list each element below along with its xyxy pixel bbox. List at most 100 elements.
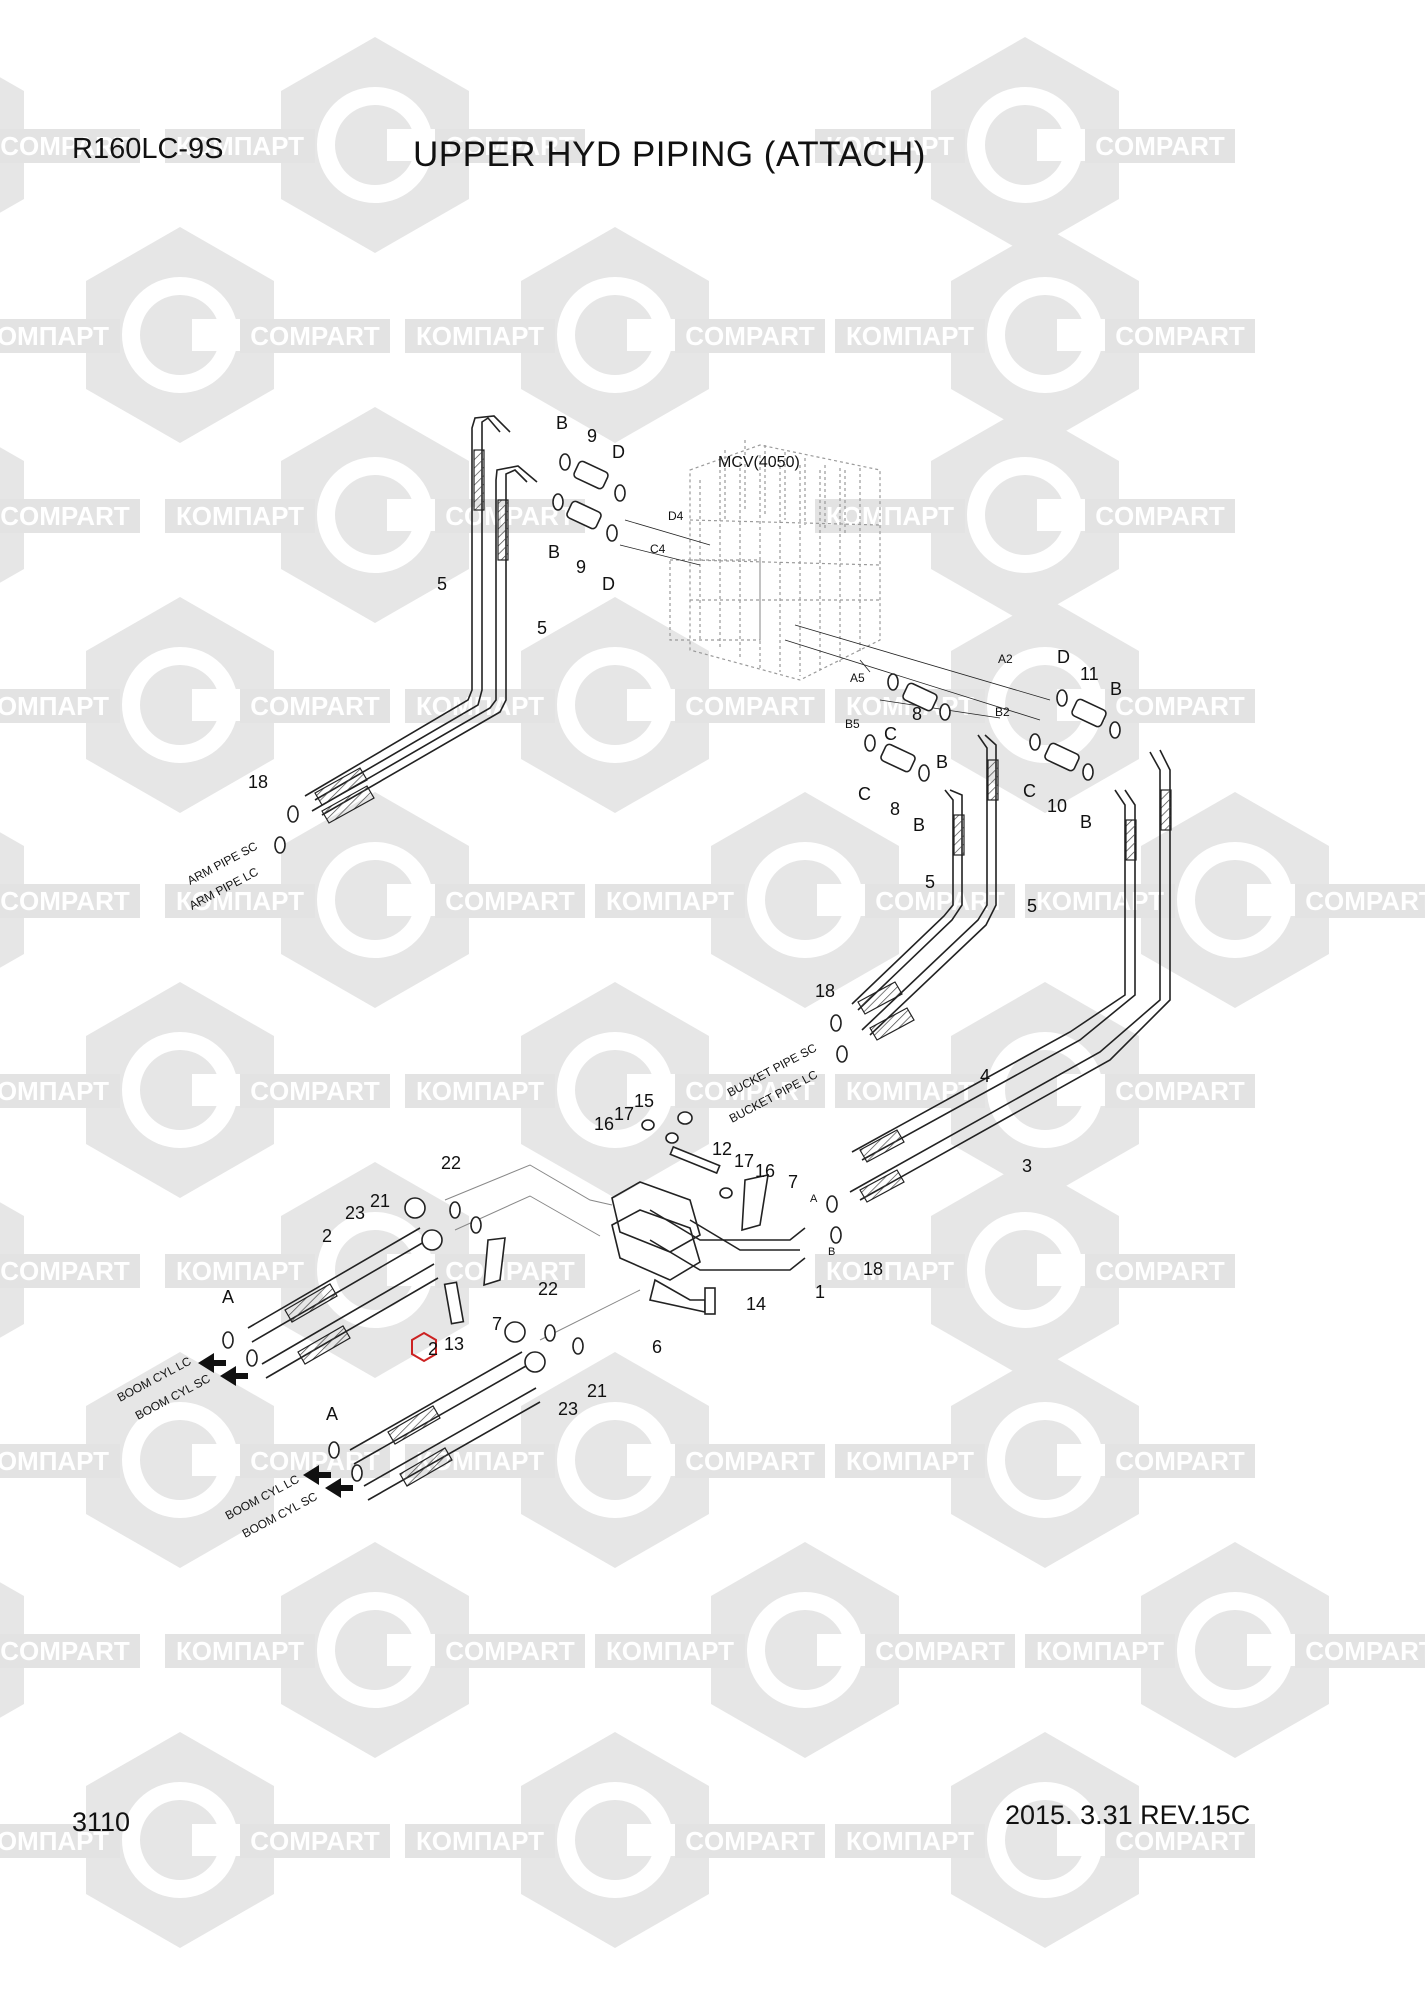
watermark-tile: КОМПАРТ COMPART [835,227,1255,443]
watermark-text-latin: COMPART [0,131,130,161]
callout-7-a: 7 [788,1172,798,1192]
watermark-tile: КОМПАРТ COMPART [835,1352,1255,1568]
callout-21-a: 21 [370,1191,390,1211]
watermark-text-latin: COMPART [1115,1446,1245,1476]
callout-12: 12 [712,1139,732,1159]
port-label-b: B [828,1246,835,1258]
watermark-text-cyrillic: КОМПАРТ [416,1076,544,1106]
watermark-text-latin: COMPART [250,1076,380,1106]
watermark-text-cyrillic: КОМПАРТ [846,1446,974,1476]
watermark-text-latin: COMPART [685,1826,815,1856]
watermark-tile: КОМПАРТ COMPART [165,1542,585,1758]
watermark-text-cyrillic: КОМПАРТ [606,886,734,916]
port-label-d4: D4 [668,509,684,523]
watermark-text-cyrillic: КОМПАРТ [176,1256,304,1286]
callout-3: 3 [1022,1156,1032,1176]
callout-D-2: D [602,574,615,594]
callout-C-1: C [884,724,897,744]
watermark-text-latin: COMPART [1115,321,1245,351]
watermark-text-latin: COMPART [445,886,575,916]
watermark-text-latin: COMPART [1095,1256,1225,1286]
port-label-b5: B5 [845,717,860,731]
watermark-text-cyrillic: КОМПАРТ [826,501,954,531]
callout-18-b: 18 [815,981,835,1001]
watermark-tile: КОМПАРТ COMPART [165,792,585,1008]
callout-D-3: D [1057,647,1070,667]
watermark-text-latin: COMPART [250,691,380,721]
watermark-text-cyrillic: КОМПАРТ [826,131,954,161]
callout-11: 11 [1080,664,1099,684]
callout-D-1: D [612,442,625,462]
watermark-text-cyrillic: КОМПАРТ [176,1636,304,1666]
watermark-text-latin: COMPART [685,691,815,721]
watermark-text-latin: COMPART [1305,886,1425,916]
watermark-text-cyrillic: КОМПАРТ [846,1076,974,1106]
model-number: R160LC-9S [72,133,224,165]
callout-B-2: B [548,542,560,562]
port-label-a2: A2 [998,652,1013,666]
watermark-text-cyrillic: КОМПАРТ [1036,886,1164,916]
callout-2-lower: 2 [428,1339,438,1359]
callout-B-1: B [556,413,568,433]
watermark-tile: КОМПАРТ COMPART [405,1732,825,1948]
callout-23-a: 23 [345,1203,365,1223]
watermark-text-latin: COMPART [0,1636,130,1666]
port-label-b2: B2 [995,705,1010,719]
watermark-text-cyrillic: КОМПАРТ [176,501,304,531]
watermark-tile: КОМПАРТ COMPART [1025,792,1425,1008]
watermark-text-cyrillic: КОМПАРТ [176,886,304,916]
watermark-text-cyrillic: КОМПАРТ [826,1256,954,1286]
watermark-text-latin: COMPART [445,1256,575,1286]
watermark-text-cyrillic: КОМПАРТ [416,321,544,351]
boom-cyl-arrows [198,1353,353,1498]
callout-1: 1 [815,1282,825,1302]
watermark-text-latin: COMPART [685,321,815,351]
port-label-a5: A5 [850,671,865,685]
watermark-text-cyrillic: КОМПАРТ [846,321,974,351]
hose-sleeves [284,449,1172,1487]
watermark-text-cyrillic: КОМПАРТ [606,1636,734,1666]
watermark-tile: КОМПАРТ COMPART [0,597,390,813]
watermark-text-latin: COMPART [445,1636,575,1666]
watermark-text-latin: COMPART [1115,691,1245,721]
watermark-tile: КОМПАРТ COMPART [815,1162,1235,1378]
callout-16-a: 16 [594,1114,614,1134]
callout-22-a: 22 [441,1153,461,1173]
callout-18-a: 18 [248,772,268,792]
callout-5-d: 5 [1027,896,1037,916]
fittings-orings [222,453,1121,1482]
watermark-text-latin: COMPART [0,886,130,916]
watermark-tile: КОМПАРТ COMPART [165,1162,585,1378]
watermark-text-latin: COMPART [1305,1636,1425,1666]
callout-B-5: B [1110,679,1122,699]
number-callouts: 1 2 2 3 4 5 5 5 5 6 7 7 8 8 9 9 10 11 12… [222,413,1122,1424]
callout-C-2: C [858,784,871,804]
pipe-linework [247,415,1171,1501]
watermark-text-latin: COMPART [1115,1826,1245,1856]
callout-4: 4 [980,1066,990,1086]
watermark-layer: КОМПАРТ COMPART КОМПАРТ COMPART КОМПАРТ COMPA… [0,37,1425,1948]
watermark-text-cyrillic: КОМПАРТ [0,691,109,721]
callout-5-c: 5 [925,872,935,892]
callout-23-b: 23 [558,1399,578,1419]
watermark-text-latin: COMPART [685,1446,815,1476]
callout-C-3: C [1023,781,1036,801]
watermark-text-latin: COMPART [445,131,575,161]
watermark-text-cyrillic: КОМПАРТ [416,1826,544,1856]
callout-A-2: A [326,1404,338,1424]
